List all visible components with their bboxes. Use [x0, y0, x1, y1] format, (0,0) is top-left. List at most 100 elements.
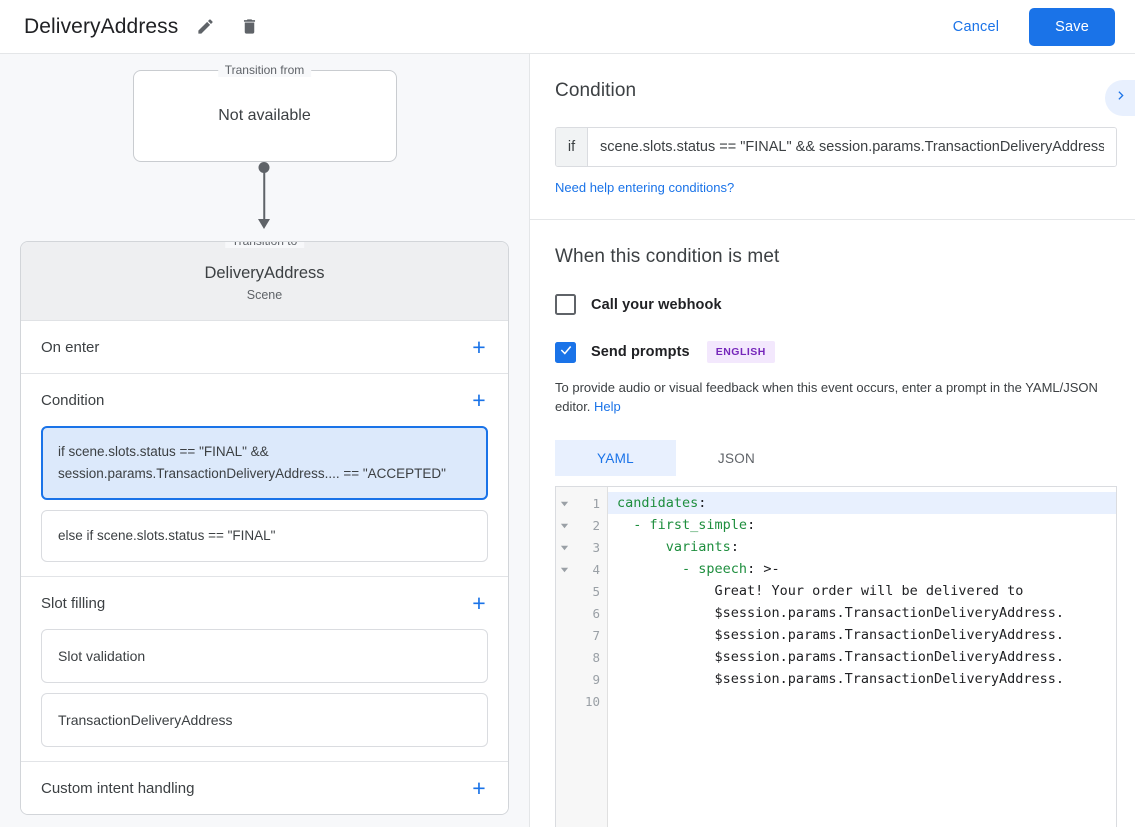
- fold-arrow-icon[interactable]: [556, 543, 572, 552]
- editor-gutter-row: 3: [556, 536, 607, 558]
- section-custom-intent-handling: Custom intent handling +: [21, 762, 508, 814]
- tab-yaml[interactable]: YAML: [555, 440, 676, 476]
- scene-name: DeliveryAddress: [204, 264, 325, 282]
- fold-arrow-icon[interactable]: [556, 565, 572, 574]
- add-custom-intent-button[interactable]: +: [472, 774, 486, 801]
- editor-gutter-row: 1: [556, 492, 607, 514]
- transition-connector: [0, 162, 529, 234]
- list-item-slot-validation[interactable]: Slot validation: [41, 629, 488, 683]
- add-on-enter-button[interactable]: +: [472, 333, 486, 360]
- send-prompts-row: Send prompts ENGLISH: [555, 341, 1117, 363]
- if-prefix-label: if: [556, 128, 588, 166]
- section-title-condition: Condition: [41, 391, 105, 409]
- transition-from-value: Not available: [218, 107, 311, 124]
- editor-code-line[interactable]: $session.params.TransactionDeliveryAddre…: [714, 649, 1065, 665]
- editor-line-number: 1: [592, 495, 600, 511]
- editor-code-line[interactable]: $session.params.TransactionDeliveryAddre…: [714, 671, 1065, 687]
- language-badge: ENGLISH: [706, 341, 775, 363]
- editor-gutter-row: 10: [556, 690, 607, 712]
- section-header-slot-filling: Slot filling +: [21, 577, 508, 629]
- editor-code-line[interactable]: $session.params.TransactionDeliveryAddre…: [714, 627, 1065, 643]
- condition-input-row: if: [555, 127, 1117, 167]
- section-condition: Condition + if scene.slots.status == "FI…: [21, 374, 508, 577]
- fold-arrow-icon[interactable]: [556, 499, 572, 508]
- editor-line-number: 8: [592, 649, 600, 665]
- arrow-line: [263, 167, 265, 223]
- top-bar: DeliveryAddress Cancel Save: [0, 0, 1135, 54]
- transition-from-legend: Transition from: [217, 63, 312, 77]
- section-header-on-enter: On enter +: [21, 321, 508, 373]
- editor-gutter: 1 2 3 4 5 6 7 8 9 10: [556, 487, 608, 827]
- condition-item[interactable]: else if scene.slots.status == "FINAL": [41, 510, 488, 562]
- slot-filling-list: Slot validation TransactionDeliveryAddre…: [21, 629, 508, 761]
- prompts-helper-text: To provide audio or visual feedback when…: [555, 378, 1117, 416]
- editor-line-number: 3: [592, 539, 600, 555]
- condition-heading: Condition: [555, 80, 637, 101]
- webhook-row: Call your webhook: [555, 294, 1117, 315]
- editor-line-number: 4: [592, 561, 600, 577]
- editor-line-number: 9: [592, 671, 600, 687]
- condition-item-selected[interactable]: if scene.slots.status == "FINAL" && sess…: [41, 426, 488, 500]
- editor-gutter-row: 5: [556, 580, 607, 602]
- trash-icon[interactable]: [232, 10, 266, 44]
- arrow-graphic: [250, 162, 278, 234]
- code-editor[interactable]: 1 2 3 4 5 6 7 8 9 10 candidates: - first_simple: …: [555, 486, 1117, 827]
- left-panel: Transition from Not available Transition…: [0, 54, 530, 827]
- add-condition-button[interactable]: +: [472, 386, 486, 413]
- editor-gutter-row: 6: [556, 602, 607, 624]
- when-condition-met-block: When this condition is met Call your web…: [530, 220, 1135, 827]
- call-webhook-checkbox[interactable]: [555, 294, 576, 315]
- section-header-custom-intent: Custom intent handling +: [21, 762, 508, 814]
- expand-panel-button[interactable]: [1105, 80, 1135, 116]
- section-title-on-enter: On enter: [41, 338, 100, 356]
- editor-code-line[interactable]: - first_simple:: [633, 517, 756, 533]
- section-title-slot-filling: Slot filling: [41, 594, 106, 612]
- editor-code-line[interactable]: [608, 690, 1116, 712]
- main-body: Transition from Not available Transition…: [0, 54, 1135, 827]
- editor-code-line[interactable]: Great! Your order will be delivered to: [714, 583, 1024, 599]
- editor-code-line[interactable]: candidates:: [608, 492, 1116, 514]
- fold-arrow-icon[interactable]: [556, 521, 572, 530]
- chevron-right-icon: [1114, 89, 1127, 107]
- list-item-transaction-delivery-address[interactable]: TransactionDeliveryAddress: [41, 693, 488, 747]
- editor-code-area[interactable]: candidates: - first_simple: variants: - …: [608, 487, 1116, 827]
- add-slot-filling-button[interactable]: +: [472, 589, 486, 616]
- editor-format-tabs: YAML JSON: [555, 440, 1117, 476]
- condition-input[interactable]: [588, 128, 1116, 166]
- editor-gutter-row: 8: [556, 646, 607, 668]
- section-slot-filling: Slot filling + Slot validation Transacti…: [21, 577, 508, 762]
- transition-to-card: Transition to DeliveryAddress Scene On e…: [20, 241, 509, 815]
- editor-gutter-row: 2: [556, 514, 607, 536]
- check-icon: [559, 343, 573, 362]
- condition-list: if scene.slots.status == "FINAL" && sess…: [21, 426, 508, 576]
- section-title-custom-intent: Custom intent handling: [41, 779, 195, 797]
- help-link[interactable]: Help: [594, 399, 621, 414]
- save-button[interactable]: Save: [1029, 7, 1115, 46]
- cancel-button[interactable]: Cancel: [937, 10, 1015, 44]
- editor-code-line[interactable]: variants:: [665, 539, 739, 555]
- transition-to-legend: Transition to: [224, 242, 305, 248]
- section-on-enter: On enter +: [21, 321, 508, 374]
- page-title: DeliveryAddress: [24, 14, 179, 38]
- send-prompts-checkbox[interactable]: [555, 341, 576, 363]
- call-webhook-label: Call your webhook: [591, 296, 722, 313]
- scene-header: DeliveryAddress Scene: [21, 242, 508, 321]
- need-help-conditions-link[interactable]: Need help entering conditions?: [555, 180, 735, 195]
- pencil-icon[interactable]: [188, 10, 222, 44]
- right-panel: Condition if Need help entering conditio…: [530, 54, 1135, 827]
- editor-line-number: 10: [584, 693, 600, 709]
- section-header-condition: Condition +: [21, 374, 508, 426]
- transition-from-card: Transition from Not available: [132, 63, 397, 162]
- tab-json[interactable]: JSON: [717, 450, 756, 466]
- editor-gutter-row: 4: [556, 558, 607, 580]
- editor-line-number: 7: [592, 627, 600, 643]
- editor-gutter-row: 9: [556, 668, 607, 690]
- editor-code-line[interactable]: - speech: >-: [682, 561, 780, 577]
- left-scroll-area[interactable]: Transition from Not available Transition…: [0, 54, 529, 827]
- editor-line-number: 6: [592, 605, 600, 621]
- editor-code-line[interactable]: $session.params.TransactionDeliveryAddre…: [714, 605, 1065, 621]
- send-prompts-label: Send prompts: [591, 344, 690, 360]
- editor-line-number: 2: [592, 517, 600, 533]
- editor-gutter-row: 7: [556, 624, 607, 646]
